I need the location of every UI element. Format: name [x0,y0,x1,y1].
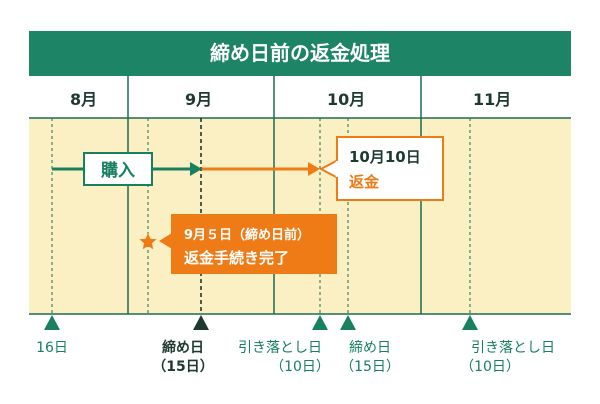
marker-label: 引き落とし日 [471,340,555,356]
procedure-box [171,214,337,274]
marker-sublabel: （10日） [270,359,330,375]
header-bar [29,31,571,76]
marker-triangle [312,315,328,330]
procedure-date: 9月５日（締め日前） [184,227,310,243]
marker-triangle [462,315,478,330]
month-label-nov: 11月 [473,90,511,109]
marker-sublabel: （15日） [152,359,213,375]
refund-arrowhead [308,162,320,176]
procedure-label: 返金手続き完了 [184,249,289,267]
marker-triangle [340,315,356,330]
marker-sublabel: （15日） [340,359,400,375]
month-label-aug: 8月 [70,90,97,109]
title: 締め日前の返金処理 [210,41,390,65]
marker-sublabel: （10日） [460,359,520,375]
month-label-oct: 10月 [327,90,365,109]
marker-triangle [44,315,60,330]
refund-label: 返金 [349,173,380,191]
refund-date: 10月10日 [349,148,421,166]
marker-label: 16日 [36,340,68,356]
purchase-box [83,152,153,186]
procedure-callout-pointer [159,233,172,249]
refund-callout-box [336,136,444,201]
marker-label: 引き落とし日 [238,340,322,356]
marker-label: 締め日 [349,339,391,356]
marker-label: 締め日 [162,339,204,356]
purchase-label: 購入 [101,160,135,181]
star-icon [139,233,157,250]
month-row [29,76,571,118]
marker-triangle [193,315,209,330]
month-label-sep: 9月 [185,90,212,109]
purchase-arrowhead [190,162,202,176]
